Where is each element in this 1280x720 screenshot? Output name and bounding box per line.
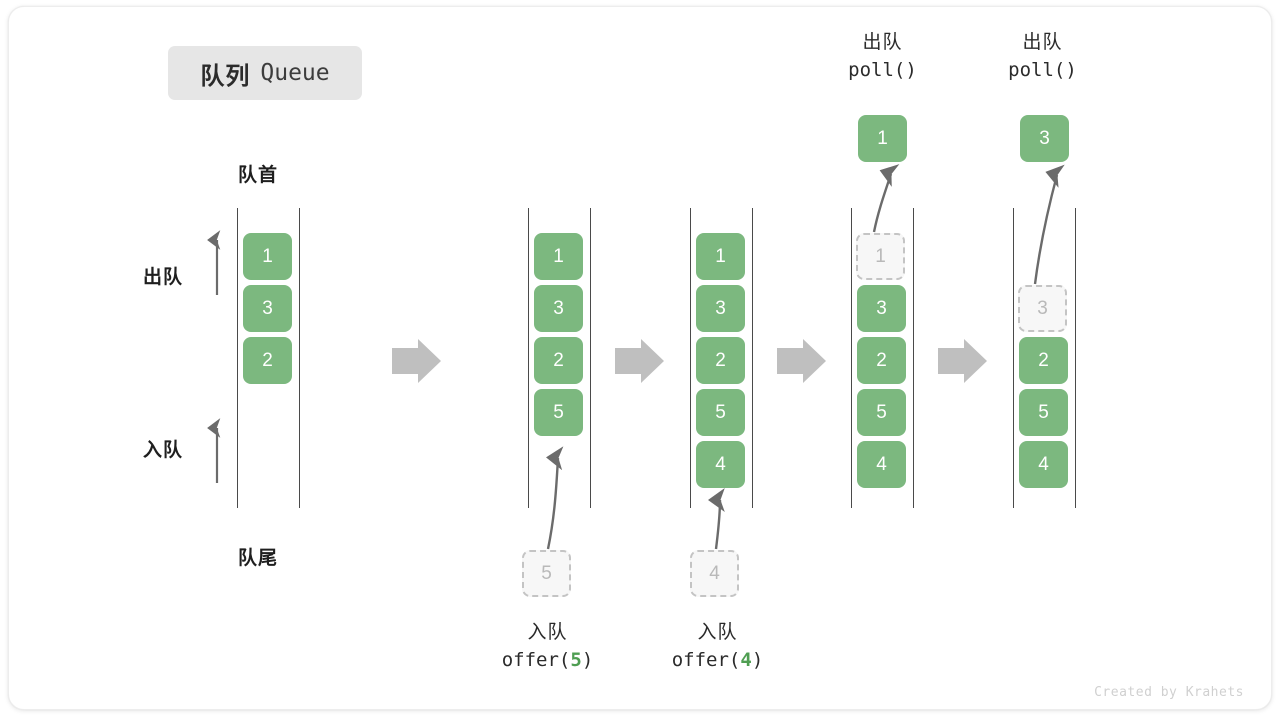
queue-cell: 2	[534, 337, 583, 384]
incoming-ghost-cell: 4	[690, 550, 739, 597]
operation-caption-cn: 入队	[527, 622, 568, 643]
operation-caption-cn: 出队	[1022, 32, 1063, 53]
queue-rail-right-c2	[590, 208, 591, 508]
queue-rail-left-c3	[690, 208, 691, 508]
queue-rail-left-c5	[1013, 208, 1014, 508]
queue-cell: 1	[243, 233, 292, 280]
operation-caption-poll-1: 出队 poll()	[795, 30, 970, 84]
diagram-card	[8, 6, 1272, 710]
queue-cell: 4	[696, 441, 745, 488]
code-prefix: offer(	[671, 648, 741, 671]
queue-cell: 5	[857, 389, 906, 436]
operation-caption-offer-5: 入队 offer(5)	[455, 620, 640, 674]
head-label: 队首	[238, 165, 279, 186]
title-en: Queue	[260, 60, 330, 86]
queue-cell: 2	[1019, 337, 1068, 384]
queue-cell: 5	[1019, 389, 1068, 436]
queue-rail-right-c3	[752, 208, 753, 508]
queue-rail-right-c4	[913, 208, 914, 508]
outgoing-cell: 3	[1020, 115, 1069, 162]
queue-cell: 1	[534, 233, 583, 280]
title-badge: 队列 Queue	[168, 46, 362, 100]
queue-rail-left-c2	[528, 208, 529, 508]
operation-caption-cn: 入队	[697, 622, 738, 643]
side-op-dequeue-label: 出队	[143, 267, 184, 288]
operation-caption-code: offer(5)	[455, 647, 640, 674]
code-suffix: )	[751, 648, 764, 671]
operation-caption-code: offer(4)	[625, 647, 810, 674]
queue-cell-ghost: 3	[1018, 285, 1067, 332]
queue-cell: 4	[857, 441, 906, 488]
code-arg: 5	[570, 648, 582, 671]
operation-caption-poll-3: 出队 poll()	[955, 30, 1130, 84]
queue-rail-left-c1	[237, 208, 238, 508]
operation-caption-cn: 出队	[862, 32, 903, 53]
queue-cell: 4	[1019, 441, 1068, 488]
code-suffix: )	[581, 648, 594, 671]
queue-rail-right-c1	[299, 208, 300, 508]
queue-cell: 1	[696, 233, 745, 280]
operation-caption-code: poll()	[1008, 58, 1077, 81]
incoming-ghost-cell: 5	[522, 550, 571, 597]
outgoing-cell: 1	[858, 115, 907, 162]
queue-rail-left-c4	[851, 208, 852, 508]
side-op-enqueue-label: 入队	[143, 440, 184, 461]
queue-rail-right-c5	[1075, 208, 1076, 508]
queue-cell: 2	[696, 337, 745, 384]
queue-cell: 5	[696, 389, 745, 436]
queue-cell: 2	[243, 337, 292, 384]
queue-cell: 3	[696, 285, 745, 332]
code-prefix: offer(	[501, 648, 571, 671]
title-cn: 队列	[200, 62, 251, 90]
side-op-dequeue: 出队	[143, 262, 183, 289]
operation-caption-code: poll()	[848, 58, 917, 81]
queue-cell: 3	[243, 285, 292, 332]
side-op-enqueue: 入队	[143, 435, 183, 462]
queue-cell: 3	[857, 285, 906, 332]
code-arg: 4	[740, 648, 752, 671]
operation-caption-offer-4: 入队 offer(4)	[625, 620, 810, 674]
queue-cell: 5	[534, 389, 583, 436]
watermark: Created by Krahets	[1094, 685, 1244, 700]
queue-cell: 2	[857, 337, 906, 384]
queue-cell-ghost: 1	[856, 233, 905, 280]
tail-label: 队尾	[238, 548, 279, 569]
queue-cell: 3	[534, 285, 583, 332]
